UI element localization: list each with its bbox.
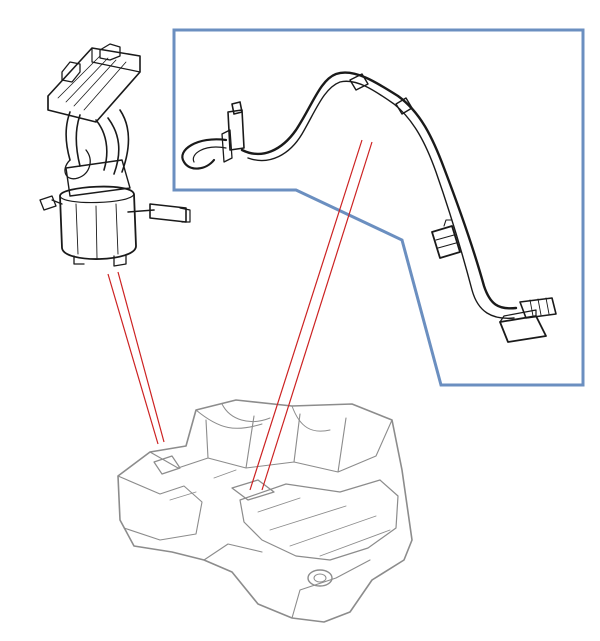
pump-flange-edge <box>47 47 141 111</box>
tank-pump-opening <box>231 479 275 501</box>
pump-float-cap <box>179 207 191 223</box>
pump-bracket <box>65 159 131 197</box>
sender-float-top <box>499 309 537 323</box>
sender-clip-1 <box>349 73 369 91</box>
sender-end-connector <box>519 297 557 319</box>
tank-saddle-left <box>117 475 203 541</box>
tank-filler-neck <box>307 569 333 587</box>
sender-end-connector-ribs <box>529 297 550 317</box>
pump-float <box>149 203 187 223</box>
tank-lower-edge <box>203 543 371 619</box>
pump-flange-ribs <box>57 55 127 111</box>
callout-frame <box>172 28 585 387</box>
sender-main-wire-inner <box>247 80 515 319</box>
sender-float <box>499 315 547 343</box>
leader-lines <box>107 139 373 491</box>
tank-vent-hoses <box>195 403 331 432</box>
pump-reservoir-rim <box>59 193 135 204</box>
leader-line-pump-a <box>107 273 159 445</box>
pump-flange <box>47 47 141 123</box>
tank-filler-neck-inner <box>313 573 327 583</box>
pump-connector-top <box>61 43 121 83</box>
tank-saddle-right <box>239 479 399 561</box>
sender-clip-2 <box>395 97 413 115</box>
pump-feet <box>73 255 127 267</box>
tank-sender-opening <box>153 455 181 475</box>
sender-sensor-detail <box>435 219 457 249</box>
pump-fuel-lines <box>65 109 130 175</box>
sender-connector <box>227 101 245 151</box>
pump-reservoir-ribs <box>75 203 119 259</box>
sender-sensor <box>431 225 461 259</box>
leader-line-sender-a <box>249 139 363 491</box>
pump-side-connector <box>39 195 63 211</box>
fuel-pump-module <box>39 43 191 267</box>
leader-line-sender-b <box>261 141 373 491</box>
fuel-tank <box>117 399 413 623</box>
tank-ribs <box>169 469 391 557</box>
sender-main-wire <box>240 71 518 310</box>
sender-connector-plug <box>221 129 233 163</box>
fuel-level-sender-arm <box>181 71 557 343</box>
tank-outline <box>117 399 413 623</box>
pump-reservoir <box>59 185 137 260</box>
sender-wire-hook <box>181 138 228 170</box>
sender-wire-hook-inner <box>192 146 227 163</box>
leader-line-pump-b <box>117 271 165 443</box>
pump-wire-loop <box>64 149 91 180</box>
